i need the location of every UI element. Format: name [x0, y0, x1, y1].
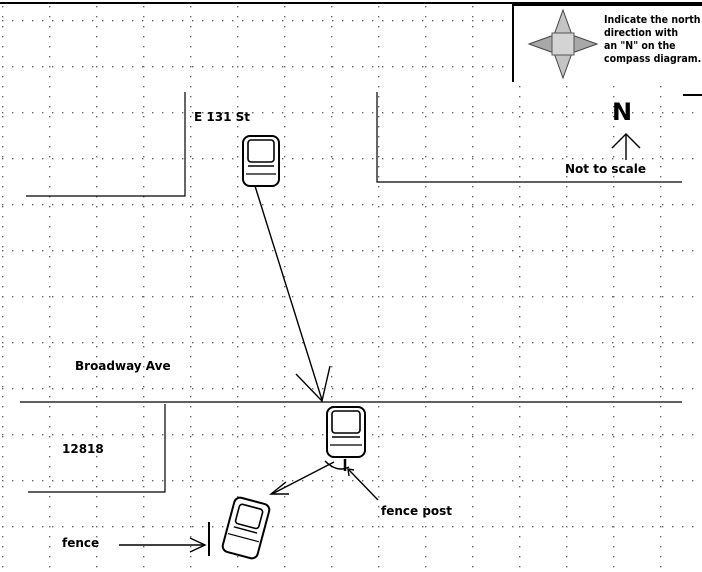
- street-label-e131: E 131 St: [194, 110, 250, 124]
- street-edges: [0, 2, 702, 493]
- street-edge-nw: [26, 92, 186, 197]
- vehicle-1-path-arrowhead: [295, 365, 331, 403]
- grid-dots: [2, 6, 694, 568]
- north-marker: N: [612, 98, 632, 126]
- compass-instruction-line: compass diagram.: [604, 53, 702, 65]
- compass-instruction-line: Indicate the north: [604, 14, 701, 26]
- vehicle-3: [221, 496, 271, 560]
- compass-instruction-text: Indicate the north direction with an "N"…: [604, 14, 702, 66]
- address-label: 12818: [62, 442, 104, 456]
- street-edge-ne: [376, 92, 682, 183]
- vehicle-1: [242, 135, 280, 187]
- fence-pointer-head: [189, 537, 207, 553]
- compass-rose-overlay: [527, 8, 599, 80]
- vehicle-2-deflection-arrowhead: [269, 481, 289, 495]
- vehicle-1-path: [254, 185, 323, 401]
- north-pointer-head: [611, 133, 641, 149]
- motion-arrows: [119, 133, 641, 553]
- fence-post-pointer-head: [347, 468, 355, 477]
- fence-post-pointer: [348, 469, 379, 501]
- lot-edge-12818: [28, 404, 166, 493]
- compass-instruction-line: direction with: [604, 27, 679, 39]
- vehicle-2: [324, 406, 366, 471]
- vehicle-2-deflection-arrow: [271, 461, 335, 495]
- fence-post-label: fence post: [381, 504, 453, 518]
- compass-instruction-line: an "N" on the: [604, 40, 676, 52]
- street-label-broadway: Broadway Ave: [75, 359, 171, 373]
- scale-note: Not to scale: [565, 162, 646, 176]
- fence-label: fence: [62, 536, 100, 550]
